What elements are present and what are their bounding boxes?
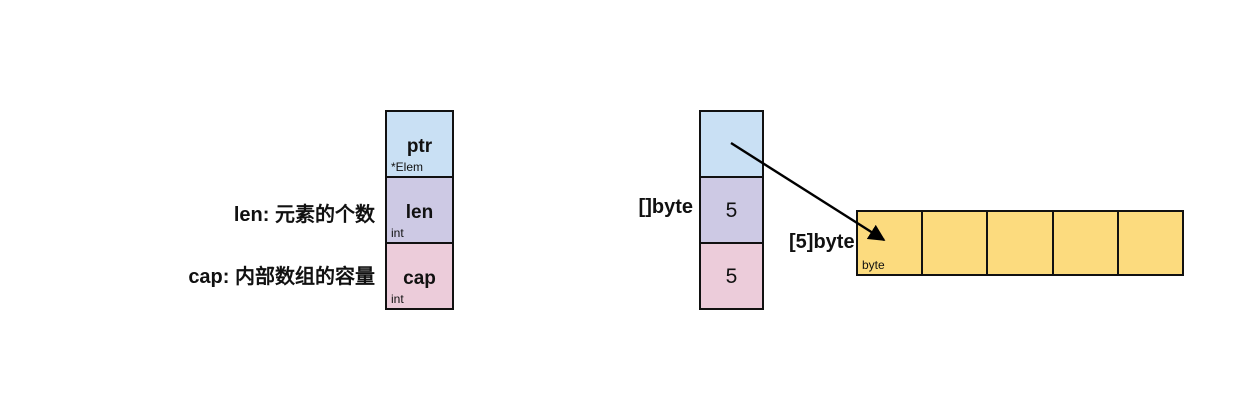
field-type-cap: int [391,292,404,306]
array-cell-4 [1116,212,1183,274]
instance-len-value: 5 [725,198,738,222]
field-name-ptr: ptr [406,135,433,157]
field-name-cap: cap [403,267,436,289]
struct-cell-ptr: ptr *Elem [387,112,452,176]
struct-cell-cap: cap int [387,242,452,308]
slice-header-struct: ptr *Elem len int cap int [385,110,454,310]
cap-annotation: cap: 内部数组的容量 [188,266,375,288]
array-cell-3 [1051,212,1117,274]
array-element-type: byte [862,258,885,272]
field-type-ptr: *Elem [391,160,424,174]
field-type-len: int [391,226,404,240]
backing-array-label: [5]byte [789,231,855,253]
slice-instance-label: []byte [638,196,693,218]
instance-cap-value: 5 [725,264,738,288]
array-cell-2 [986,212,1052,274]
slice-instance-struct: 5 5 [699,110,764,310]
backing-array: byte [856,210,1184,276]
struct-cell-len: len int [387,176,452,242]
instance-cell-cap: 5 [701,242,762,308]
array-cell-0: byte [858,212,922,274]
instance-cell-ptr [701,112,762,176]
len-annotation: len: 元素的个数 [233,204,375,226]
array-cell-1 [921,212,987,274]
field-name-len: len [405,201,434,223]
instance-cell-len: 5 [701,176,762,242]
